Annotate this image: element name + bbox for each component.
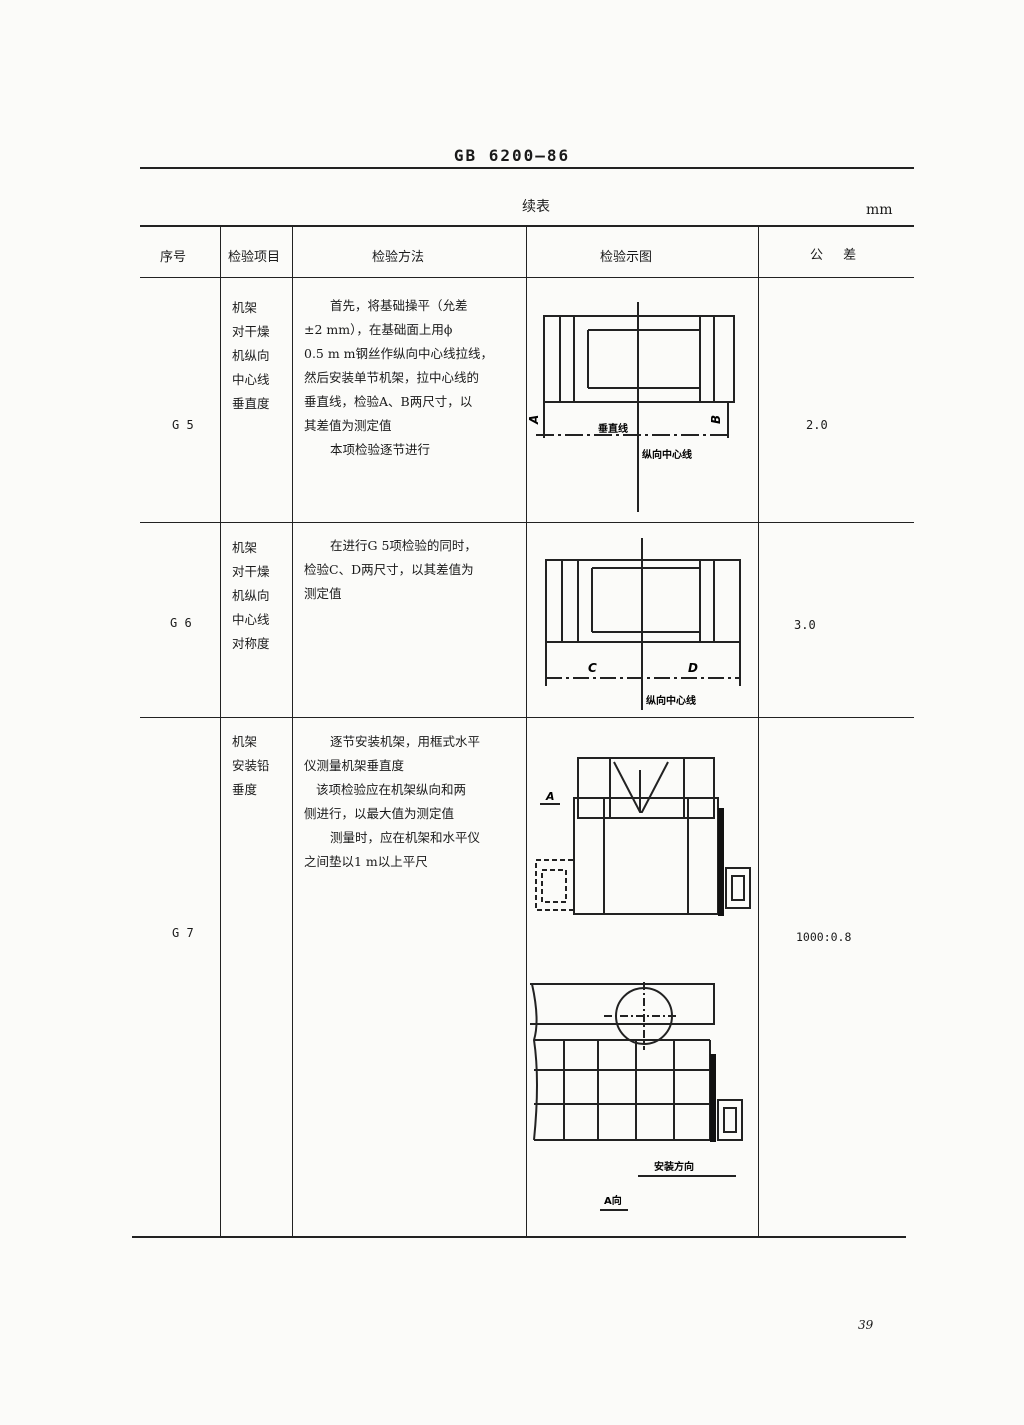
- item-line: 机架: [232, 734, 258, 749]
- label-d: D: [688, 661, 698, 675]
- label-c: C: [588, 661, 597, 675]
- method-line: 垂直线，检验A、B两尺寸，以: [304, 394, 473, 409]
- check-item: 机架 对干燥 机纵向 中心线 垂直度: [232, 296, 288, 416]
- row-divider: [140, 522, 914, 523]
- item-line: 机架: [232, 540, 258, 555]
- check-item: 机架 安装铅 垂度: [232, 730, 288, 802]
- method-line: 该项检验应在机架纵向和两: [316, 782, 467, 797]
- col-header-tolerance: 公 差: [810, 248, 865, 263]
- item-line: 机纵向: [232, 588, 270, 603]
- level-gauge-bar: [710, 1054, 716, 1142]
- method-line: 逐节安装机架，用框式水平: [330, 734, 481, 749]
- item-line: 对称度: [232, 636, 270, 651]
- row-id: G 5: [172, 418, 194, 432]
- method-line: 检验C、D两尺寸，以其差值为: [304, 562, 474, 577]
- method-line: 侧进行，以最大值为测定值: [304, 806, 455, 821]
- method-line: 0.5 m m钢丝作纵向中心线拉线，: [304, 346, 494, 361]
- label-vertical-line: 垂直线: [598, 422, 628, 435]
- row-divider: [140, 717, 914, 718]
- item-line: 垂度: [232, 782, 258, 797]
- item-line: 中心线: [232, 372, 270, 387]
- method-line: 其差值为测定值: [304, 418, 392, 433]
- table-bottom-rule: [132, 1236, 906, 1238]
- label-a: A: [528, 415, 541, 425]
- label-b: B: [709, 415, 723, 424]
- method-line: 测定值: [304, 586, 342, 601]
- item-line: 机纵向: [232, 348, 270, 363]
- label-a: A: [545, 790, 555, 803]
- tolerance-value: 2.0: [806, 418, 828, 432]
- check-method: 首先，将基础操平（允差 ±2 mm），在基础面上用ϕ 0.5 m m钢丝作纵向中…: [304, 294, 522, 462]
- column-divider: [758, 226, 759, 1237]
- item-line: 机架: [232, 300, 258, 315]
- method-line: 之间垫以1 m以上平尺: [304, 854, 428, 869]
- label-center-line: 纵向中心线: [646, 694, 696, 707]
- method-line: 在进行G 5项检验的同时，: [330, 538, 477, 553]
- tolerance-value: 3.0: [794, 618, 816, 632]
- check-item: 机架 对干燥 机纵向 中心线 对称度: [232, 536, 288, 656]
- method-line: 首先，将基础操平（允差: [330, 298, 468, 313]
- col-header-item: 检验项目: [228, 250, 281, 265]
- g7-diagram: A 安装方向 A向: [530, 757, 751, 1211]
- label-center-line: 纵向中心线: [642, 448, 692, 461]
- check-method: 在进行G 5项检验的同时， 检验C、D两尺寸，以其差值为 测定值: [304, 534, 522, 606]
- method-line: 仪测量机架垂直度: [304, 758, 405, 773]
- page-number: 39: [858, 1318, 874, 1332]
- row-id: G 6: [170, 616, 192, 630]
- item-line: 中心线: [232, 612, 270, 627]
- column-divider: [220, 226, 221, 1237]
- level-gauge-bar: [718, 808, 724, 916]
- method-line: 然后安装单节机架，拉中心线的: [304, 370, 480, 385]
- col-header-figure: 检验示图: [600, 250, 653, 265]
- header-rule: [140, 167, 914, 169]
- method-line: 测量时，应在机架和水平仪: [330, 830, 481, 845]
- unit-label: mm: [866, 202, 893, 218]
- g5-diagram: A B 垂直线 纵向中心线: [528, 302, 735, 512]
- g6-diagram: C D 纵向中心线: [545, 538, 741, 710]
- check-method: 逐节安装机架，用框式水平 仪测量机架垂直度 该项检验应在机架纵向和两 侧进行，以…: [304, 730, 522, 874]
- label-install-direction: 安装方向: [654, 1160, 694, 1173]
- item-line: 对干燥: [232, 324, 270, 339]
- method-line: ±2 mm），在基础面上用ϕ: [304, 322, 453, 337]
- column-divider: [526, 226, 527, 1237]
- item-line: 安装铅: [232, 758, 270, 773]
- item-line: 对干燥: [232, 564, 270, 579]
- col-header-seq: 序号: [160, 250, 187, 265]
- tolerance-value: 1000:0.8: [796, 930, 852, 944]
- table-header-rule: [140, 277, 914, 278]
- column-divider: [292, 226, 293, 1237]
- item-line: 垂直度: [232, 396, 270, 411]
- row-id: G 7: [172, 926, 194, 940]
- label-a-direction: A向: [604, 1194, 622, 1207]
- continued-label: 续表: [522, 199, 550, 215]
- col-header-method: 检验方法: [372, 250, 425, 265]
- table-top-rule: [140, 225, 914, 227]
- standard-number: GB 6200—86: [453, 146, 571, 165]
- method-line: 本项检验逐节进行: [330, 442, 431, 457]
